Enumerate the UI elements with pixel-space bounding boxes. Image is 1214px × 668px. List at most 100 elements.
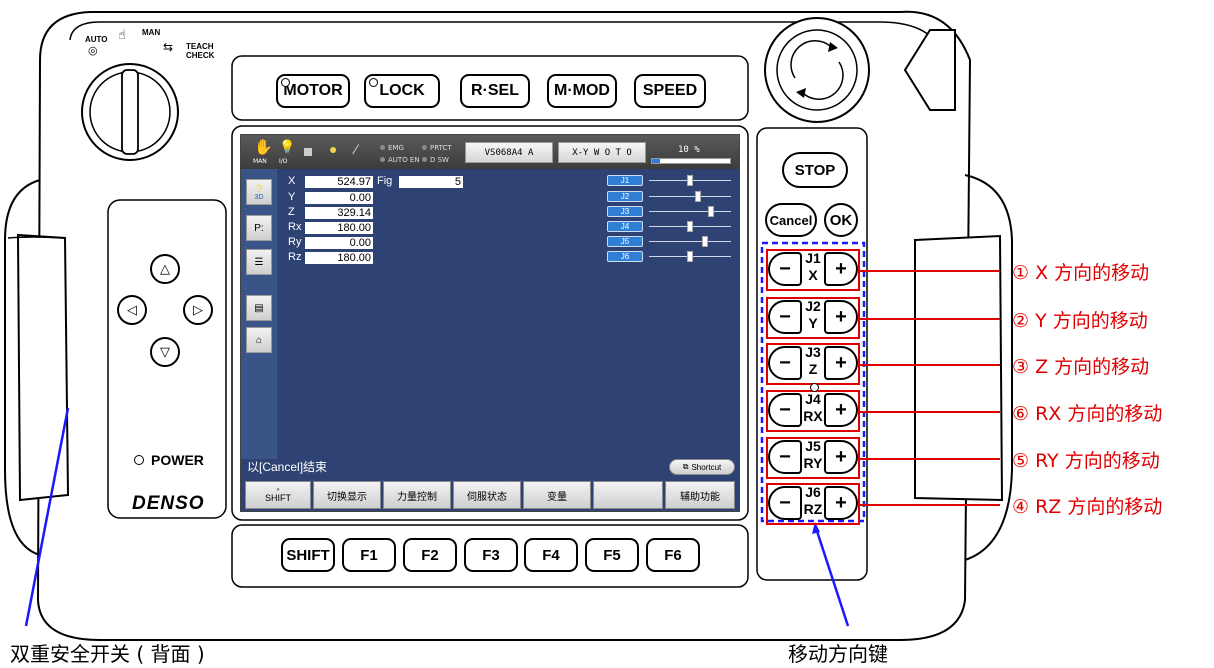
speed-key[interactable]: SPEED <box>634 74 706 108</box>
jog-minus-key[interactable]: − <box>768 393 802 427</box>
shortcut-button[interactable]: ⧉Shortcut <box>669 459 735 475</box>
joint-button[interactable]: J4 <box>607 221 643 232</box>
coord-axis-label: Y <box>288 191 296 203</box>
direction-annotation: ⑤ RY 方向的移动 <box>1012 450 1160 472</box>
jog-minus-label: − <box>779 445 791 468</box>
jog-plus-label: + <box>835 398 847 421</box>
joint-button[interactable]: J2 <box>607 191 643 202</box>
coordinate-system-button[interactable]: X-Y W O T O <box>558 142 646 163</box>
screen-f4-button[interactable]: 变量 <box>523 481 591 509</box>
jog-plus-key[interactable]: + <box>824 252 858 286</box>
jog-joint-label: J5 <box>805 438 821 454</box>
f6-key[interactable]: F6 <box>646 538 700 572</box>
f1-key[interactable]: F1 <box>342 538 396 572</box>
jog-minus-key[interactable]: − <box>768 252 802 286</box>
hand-icon[interactable]: ✋ <box>254 139 273 156</box>
screen-shift-button[interactable]: ●SHIFT <box>245 481 311 509</box>
program-tool[interactable]: ▤ <box>246 295 272 321</box>
status-bar: ✋ MAN 💡 I/O ● ⁄ EMG PRTCT AUTO EN D SW V… <box>241 135 739 169</box>
coord-axis-label: Rx <box>288 221 302 233</box>
wrench-icon[interactable]: ⁄ <box>355 141 358 157</box>
jog-minus-key[interactable]: − <box>768 486 802 520</box>
joint-slider-thumb[interactable] <box>701 236 708 247</box>
triangle-left-icon: ◁ <box>127 302 137 317</box>
direction-annotation: ⑥ RX 方向的移动 <box>1012 403 1163 425</box>
screen-f5-button[interactable] <box>593 481 663 509</box>
triangle-down-icon: ▽ <box>160 344 170 359</box>
joint-slider-thumb[interactable] <box>687 251 693 262</box>
bulb-icon[interactable]: ● <box>329 141 338 157</box>
indicator-auto-en: AUTO EN <box>380 156 420 164</box>
m-mod-key[interactable]: M·MOD <box>547 74 617 108</box>
cancel-key[interactable]: Cancel <box>765 203 817 237</box>
jog-highlight-box <box>766 437 860 479</box>
screen-f2-button[interactable]: 力量控制 <box>383 481 451 509</box>
cursor-left-key[interactable]: ◁ <box>117 295 147 325</box>
robot-type-button[interactable]: VS068A4 A <box>465 142 553 163</box>
indicator-emg: EMG <box>380 144 404 152</box>
lock-key[interactable]: LOCK <box>364 74 440 108</box>
emergency-stop-button[interactable] <box>777 30 857 110</box>
f2-key[interactable]: F2 <box>403 538 457 572</box>
f4-key[interactable]: F4 <box>524 538 578 572</box>
view-3d-tool[interactable]: ?3D <box>246 179 272 205</box>
square-icon[interactable] <box>304 148 312 156</box>
mode-man-icon: ☝ <box>118 27 126 42</box>
home-icon: ⌂ <box>255 334 263 346</box>
jog-plus-key[interactable]: + <box>824 300 858 334</box>
joint-slider-thumb[interactable] <box>695 191 702 202</box>
screen-f6-button[interactable]: 辅助功能 <box>665 481 735 509</box>
joint-slider-thumb[interactable] <box>707 206 714 217</box>
shift-led: ● <box>276 487 280 493</box>
stop-key[interactable]: STOP <box>782 152 848 188</box>
f3-key[interactable]: F3 <box>464 538 518 572</box>
lamp-icon[interactable]: 💡 <box>279 139 296 154</box>
jog-plus-key[interactable]: + <box>824 486 858 520</box>
coord-axis-label: Z <box>288 206 295 218</box>
mode-check-label: CHECK <box>186 51 215 60</box>
screen-f1-button[interactable]: 切换显示 <box>313 481 381 509</box>
joint-button[interactable]: J1 <box>607 175 643 186</box>
mode-teach-icon: ⇆ <box>163 40 174 54</box>
status-man-label: MAN <box>253 158 267 165</box>
cursor-right-key[interactable]: ▷ <box>183 295 213 325</box>
f5-key[interactable]: F5 <box>585 538 639 572</box>
motor-key-label: MOTOR <box>283 82 343 99</box>
program-icon: ▤ <box>254 302 264 314</box>
cursor-up-key[interactable]: △ <box>150 254 180 284</box>
jog-minus-key[interactable]: − <box>768 346 802 380</box>
joint-button[interactable]: J5 <box>607 236 643 247</box>
jog-axis-label: Z <box>808 361 818 377</box>
cube-3d-icon: ? <box>255 182 263 195</box>
joint-button[interactable]: J6 <box>607 251 643 262</box>
jog-minus-key[interactable]: − <box>768 440 802 474</box>
joint-slider-thumb[interactable] <box>687 175 693 186</box>
j3-j4-divider-dot <box>810 383 819 392</box>
jog-minus-key[interactable]: − <box>768 300 802 334</box>
joint-slider-thumb[interactable] <box>687 221 693 232</box>
joint-button[interactable]: J3 <box>607 206 643 217</box>
jog-plus-label: + <box>835 445 847 468</box>
screen-f3-button[interactable]: 伺服状态 <box>453 481 521 509</box>
coord-value: 524.97 <box>305 176 373 188</box>
motor-key[interactable]: MOTOR <box>276 74 350 108</box>
point-list-tool[interactable]: P: <box>246 215 272 241</box>
joint-slider-track <box>649 196 731 197</box>
r-sel-key[interactable]: R·SEL <box>460 74 530 108</box>
variable-list-icon: ☰ <box>254 256 264 268</box>
shift-key[interactable]: SHIFT <box>281 538 335 572</box>
jog-plus-key[interactable]: + <box>824 346 858 380</box>
direction-annotation: ② Y 方向的移动 <box>1012 310 1148 332</box>
variable-list-tool[interactable]: ☰ <box>246 249 272 275</box>
mode-auto-label: AUTO <box>85 35 108 44</box>
home-tool[interactable]: ⌂ <box>246 327 272 353</box>
joint-slider-track <box>649 211 731 212</box>
ok-key[interactable]: OK <box>824 203 858 237</box>
cursor-down-key[interactable]: ▽ <box>150 337 180 367</box>
mode-switch-key[interactable] <box>82 64 178 160</box>
direction-annotation: ① X 方向的移动 <box>1012 262 1150 284</box>
jog-plus-key[interactable]: + <box>824 393 858 427</box>
coord-axis-label: Rz <box>288 251 302 263</box>
jog-plus-key[interactable]: + <box>824 440 858 474</box>
